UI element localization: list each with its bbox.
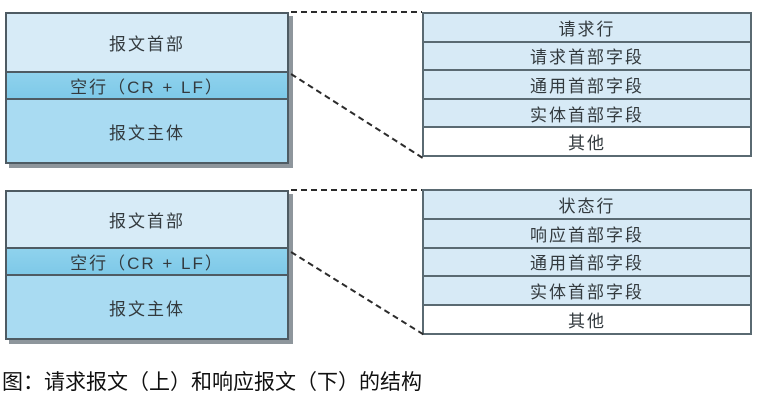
- request-message-body-row: 报文主体: [7, 100, 287, 162]
- request-connector-top-line: [291, 11, 422, 13]
- other-row: 其他: [424, 304, 750, 333]
- request-detail-box: 请求行 请求首部字段 通用首部字段 实体首部字段 其他: [422, 12, 752, 157]
- request-empty-line-row: 空行（CR + LF）: [7, 71, 287, 100]
- other-row: 其他: [424, 126, 750, 155]
- request-header-fields-row: 请求首部字段: [424, 40, 750, 70]
- request-message-header-row: 报文首部: [7, 14, 287, 71]
- figure-caption: 图：请求报文（上）和响应报文（下）的结构: [2, 370, 422, 394]
- status-line-row: 状态行: [424, 191, 750, 218]
- response-message-body-row: 报文主体: [7, 276, 287, 338]
- general-header-fields-row: 通用首部字段: [424, 69, 750, 98]
- request-message-box: 报文首部 空行（CR + LF） 报文主体: [5, 12, 289, 164]
- entity-header-fields-row: 实体首部字段: [424, 97, 750, 127]
- response-detail-box: 状态行 响应首部字段 通用首部字段 实体首部字段 其他: [422, 189, 752, 335]
- response-header-fields-row: 响应首部字段: [424, 217, 750, 247]
- general-header-fields-row: 通用首部字段: [424, 246, 750, 276]
- response-message-box: 报文首部 空行（CR + LF） 报文主体: [5, 190, 289, 340]
- request-connector-diagonal-line: [290, 73, 424, 160]
- request-line-row: 请求行: [424, 14, 750, 41]
- response-connector-diagonal-line: [290, 251, 424, 336]
- response-connector-top-line: [291, 189, 422, 191]
- response-empty-line-row: 空行（CR + LF）: [7, 247, 287, 276]
- entity-header-fields-row: 实体首部字段: [424, 275, 750, 305]
- response-message-header-row: 报文首部: [7, 192, 287, 247]
